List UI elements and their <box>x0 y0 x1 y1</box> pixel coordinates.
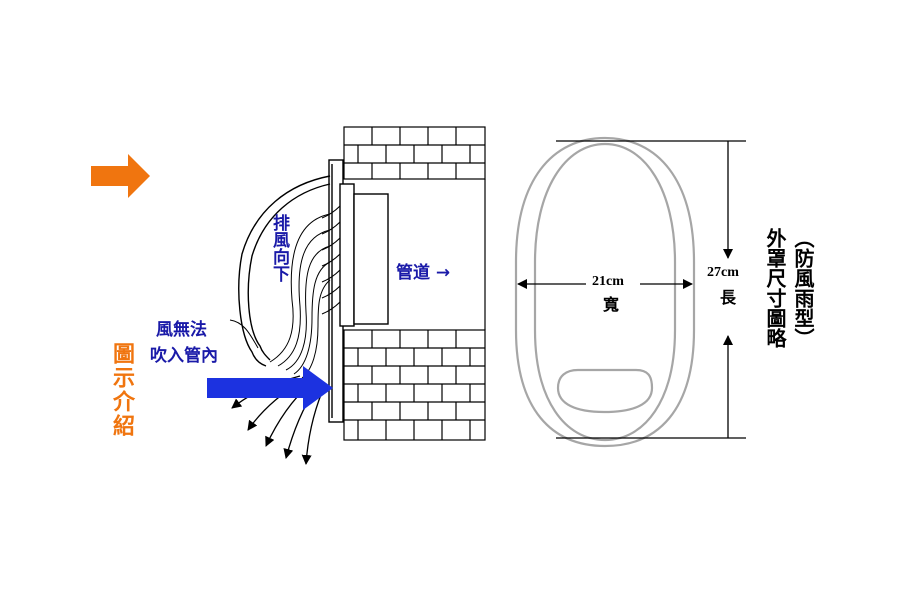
width-unit-char: 寬 <box>603 295 620 314</box>
exhaust-down-label: 排風向下 <box>269 214 289 282</box>
annotation-leader-line <box>229 319 259 349</box>
duct-label-text: 管道 <box>396 263 430 283</box>
duct-label: 管道 → <box>396 258 450 283</box>
exhaust-flow-lines <box>269 213 331 379</box>
length-unit-char: 長 <box>720 288 737 307</box>
wall-plate <box>328 159 389 423</box>
hood-cover <box>238 175 331 367</box>
cover-title-line-b: 外罩尺寸圖略 <box>763 228 787 348</box>
length-value: 27cm <box>707 265 739 280</box>
brick-wall-top <box>343 126 486 180</box>
length-dimension <box>556 140 746 439</box>
cover-title-line-a: （防風雨型） <box>791 228 815 348</box>
brick-wall-bottom <box>343 329 486 441</box>
side-title: 圖示介紹 <box>109 342 134 438</box>
incoming-wind-arrow-icon <box>207 366 333 410</box>
wind-cannot-enter-line2: 吹入管內 <box>150 346 218 366</box>
width-value: 21cm <box>592 274 624 289</box>
louvre-slats <box>321 205 341 315</box>
pointer-arrow-icon <box>91 154 150 198</box>
wind-cannot-enter-line1: 風無法 <box>156 320 207 340</box>
duct-direction-arrow-icon: → <box>435 263 451 283</box>
cover-outline <box>514 136 696 448</box>
